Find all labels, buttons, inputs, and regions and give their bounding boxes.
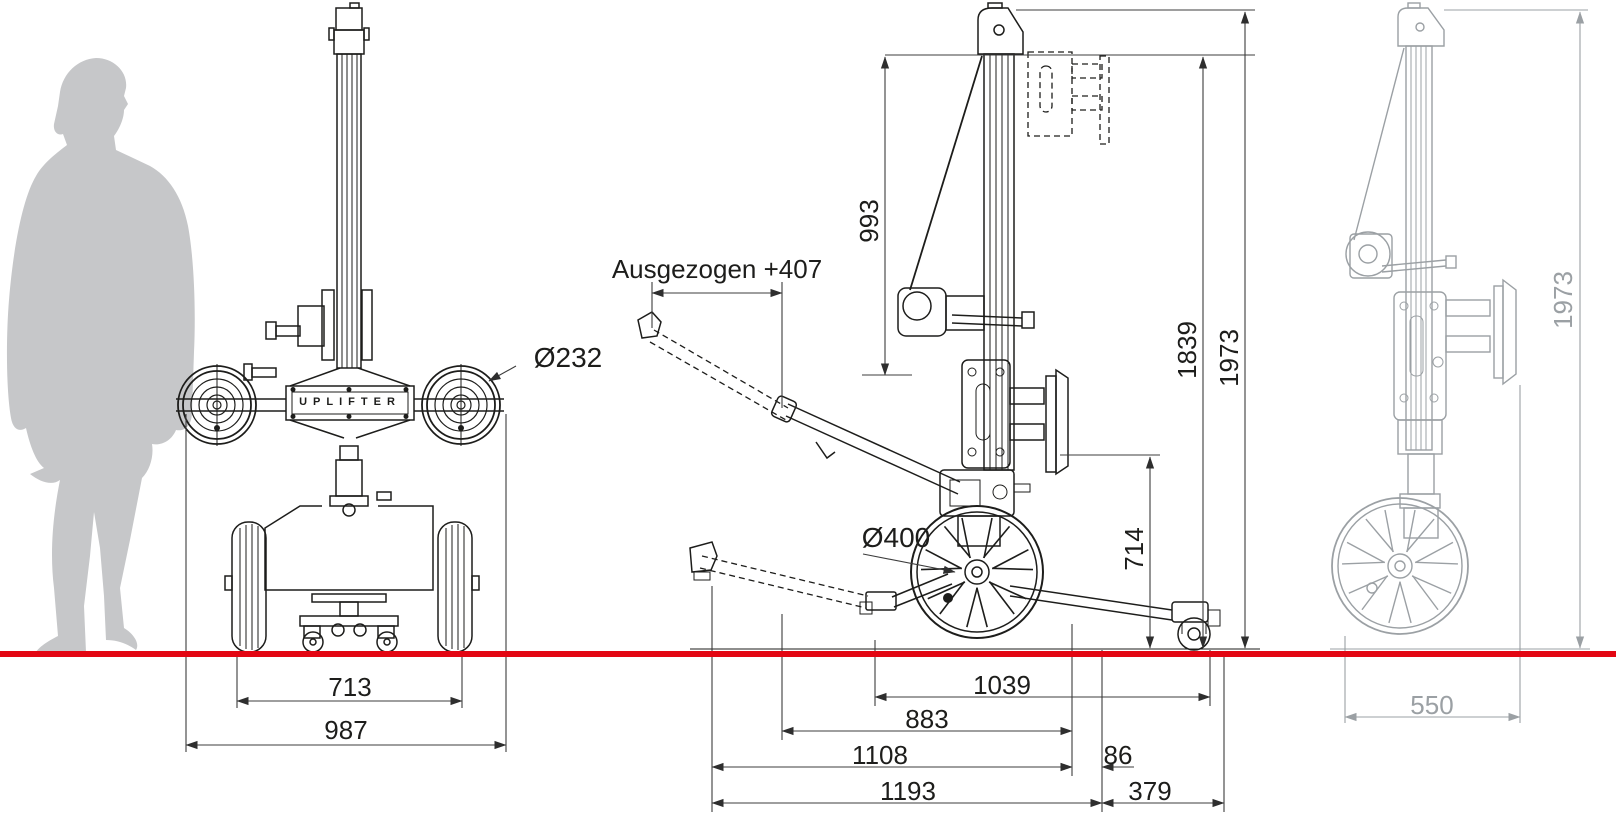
folded-view-dimensions xyxy=(1344,9,1588,723)
dim-label-714: 714 xyxy=(1119,527,1149,571)
worker-silhouette xyxy=(6,58,195,652)
folded-view-drawing xyxy=(1330,2,1590,650)
front-view-drawing xyxy=(176,2,504,653)
extended-position-label: Ausgezogen +407 xyxy=(611,254,823,284)
dim-label-713: 713 xyxy=(328,672,372,702)
left-pad-rings xyxy=(177,364,257,446)
dim-label-1973-folded: 1973 xyxy=(1548,271,1578,329)
dim-label-993: 993 xyxy=(854,199,884,243)
dim-label-1108: 1108 xyxy=(852,740,908,770)
pad-diameter-leader xyxy=(488,365,517,382)
dim-label-550: 550 xyxy=(1410,690,1454,720)
big-wheel xyxy=(910,505,1044,639)
brand-label: UPLIFTER xyxy=(299,396,401,408)
dim-label-379: 379 xyxy=(1128,776,1172,806)
dim-label-883: 883 xyxy=(905,704,949,734)
extended-leg-dashed xyxy=(699,555,869,609)
dim-label-1973: 1973 xyxy=(1214,329,1244,387)
dim-label-987: 987 xyxy=(324,715,368,745)
dim-label-wheel-diameter: Ø400 xyxy=(861,522,931,553)
right-pad-rings xyxy=(421,364,501,446)
raised-carriage-dashed xyxy=(1027,51,1110,145)
folded-wheel xyxy=(1331,497,1469,635)
side-view-drawing xyxy=(637,2,1260,651)
dim-label-1039: 1039 xyxy=(973,670,1031,700)
dim-label-pad-diameter: Ø232 xyxy=(533,342,603,373)
wheel-diameter-leader xyxy=(862,553,956,574)
extended-boom-dashed xyxy=(649,329,789,421)
side-view-dimensions xyxy=(651,9,1255,812)
dim-label-86: 86 xyxy=(1103,740,1133,770)
dim-label-1193: 1193 xyxy=(880,776,936,806)
ground-line xyxy=(0,651,1616,657)
dim-label-1839: 1839 xyxy=(1172,321,1202,379)
front-view-dimensions xyxy=(185,365,517,752)
